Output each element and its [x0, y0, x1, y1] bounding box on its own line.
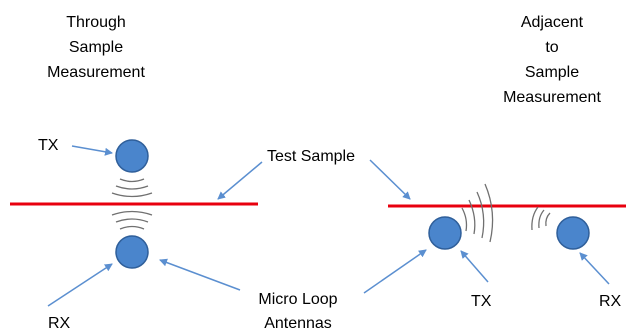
signal-waves-rx-right — [531, 206, 551, 231]
signal-waves-left — [111, 178, 153, 230]
adjacent-title-line-1: Adjacent — [521, 14, 584, 31]
arrow-tx-right — [460, 250, 489, 283]
through-title-line-3: Measurement — [47, 64, 145, 81]
arrow-rx-right — [579, 252, 610, 285]
rx-label-right: RX — [599, 293, 622, 310]
rx-antenna-right — [556, 216, 590, 250]
rx-antenna-left — [115, 235, 149, 269]
through-title-line-1: Through — [66, 14, 126, 31]
tx-label-right: TX — [471, 293, 492, 310]
adjacent-title-line-3: Sample — [525, 64, 579, 81]
micro-loop-label-line-2: Antennas — [264, 315, 332, 330]
tx-antenna-right — [428, 216, 462, 250]
micro-loop-label-line-1: Micro Loop — [258, 291, 337, 308]
adjacent-title-line-2: to — [545, 39, 558, 56]
arrow-test-sample-left — [217, 161, 263, 200]
arrow-rx-left — [47, 263, 113, 307]
arrow-tx-left — [71, 145, 113, 156]
arrow-test-sample-right — [369, 159, 411, 200]
arrow-micro-loop-left — [159, 258, 241, 291]
rx-label-left: RX — [48, 315, 71, 330]
tx-label-left: TX — [38, 137, 59, 154]
tx-antenna-left — [115, 139, 149, 173]
adjacent-title-line-4: Measurement — [503, 89, 601, 106]
through-title-line-2: Sample — [69, 39, 123, 56]
test-sample-label: Test Sample — [267, 148, 355, 165]
arrow-micro-loop-right — [363, 249, 427, 294]
signal-waves-tx-right — [461, 183, 494, 243]
